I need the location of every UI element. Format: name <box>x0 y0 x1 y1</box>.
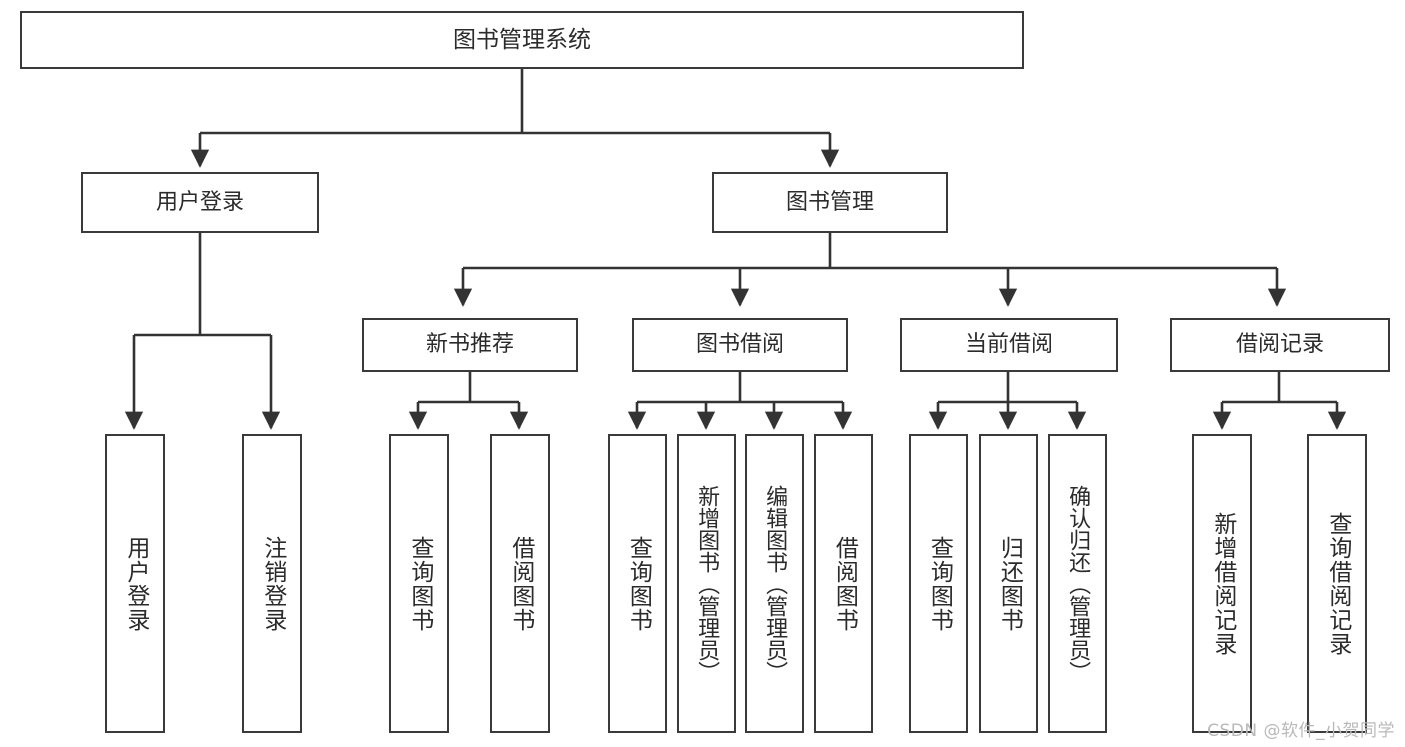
node-label: 归还图书 <box>996 535 1023 632</box>
node-label: 借阅记录 <box>1235 332 1324 358</box>
node-leaf-user-login[interactable]: 用户登录 <box>105 434 165 733</box>
node-borrow-record[interactable]: 借阅记录 <box>1170 318 1390 372</box>
csdn-watermark: CSDN @软件_小贺同学 <box>1207 721 1395 741</box>
node-label: 查询图书 <box>926 535 953 632</box>
node-label: 当前借阅 <box>964 332 1053 358</box>
node-leaf-query-book-borrow[interactable]: 查询图书 <box>608 434 667 733</box>
node-label: 新增图书（管理员） <box>694 484 720 683</box>
node-label: 查询借阅记录 <box>1324 511 1351 656</box>
node-label: 编辑图书（管理员） <box>762 484 788 683</box>
node-label: 查询图书 <box>406 535 433 632</box>
node-current-borrow[interactable]: 当前借阅 <box>900 318 1118 372</box>
node-book-borrow[interactable]: 图书借阅 <box>632 318 848 372</box>
node-new-book-recommend[interactable]: 新书推荐 <box>362 318 578 372</box>
node-leaf-return-book[interactable]: 归还图书 <box>979 434 1038 733</box>
node-leaf-confirm-return[interactable]: 确认归还（管理员） <box>1048 434 1107 733</box>
node-label: 查询图书 <box>625 535 652 632</box>
node-leaf-borrow-book[interactable]: 借阅图书 <box>814 434 873 733</box>
node-leaf-borrow-book-recommend[interactable]: 借阅图书 <box>490 434 550 733</box>
node-label: 新增借阅记录 <box>1209 511 1236 656</box>
node-label: 借阅图书 <box>831 535 858 632</box>
node-leaf-query-borrow-record[interactable]: 查询借阅记录 <box>1307 434 1367 733</box>
node-root-book-management-system[interactable]: 图书管理系统 <box>20 11 1024 69</box>
node-label: 图书管理系统 <box>453 26 591 53</box>
node-label: 确认归还（管理员） <box>1065 484 1091 683</box>
node-book-manage[interactable]: 图书管理 <box>712 172 948 233</box>
node-leaf-query-book-current[interactable]: 查询图书 <box>909 434 968 733</box>
node-user-login[interactable]: 用户登录 <box>81 172 319 233</box>
node-leaf-add-book[interactable]: 新增图书（管理员） <box>677 434 736 733</box>
node-label: 用户登录 <box>122 535 149 632</box>
node-leaf-query-book-recommend[interactable]: 查询图书 <box>389 434 449 733</box>
node-label: 图书管理 <box>785 189 874 215</box>
node-label: 用户登录 <box>155 189 244 215</box>
node-label: 新书推荐 <box>425 332 514 358</box>
node-label: 借阅图书 <box>507 535 534 632</box>
node-leaf-edit-book[interactable]: 编辑图书（管理员） <box>745 434 804 733</box>
node-leaf-logout-login[interactable]: 注销登录 <box>242 434 302 733</box>
node-label: 注销登录 <box>259 535 286 632</box>
node-label: 图书借阅 <box>695 332 784 358</box>
node-leaf-add-borrow-record[interactable]: 新增借阅记录 <box>1192 434 1252 733</box>
